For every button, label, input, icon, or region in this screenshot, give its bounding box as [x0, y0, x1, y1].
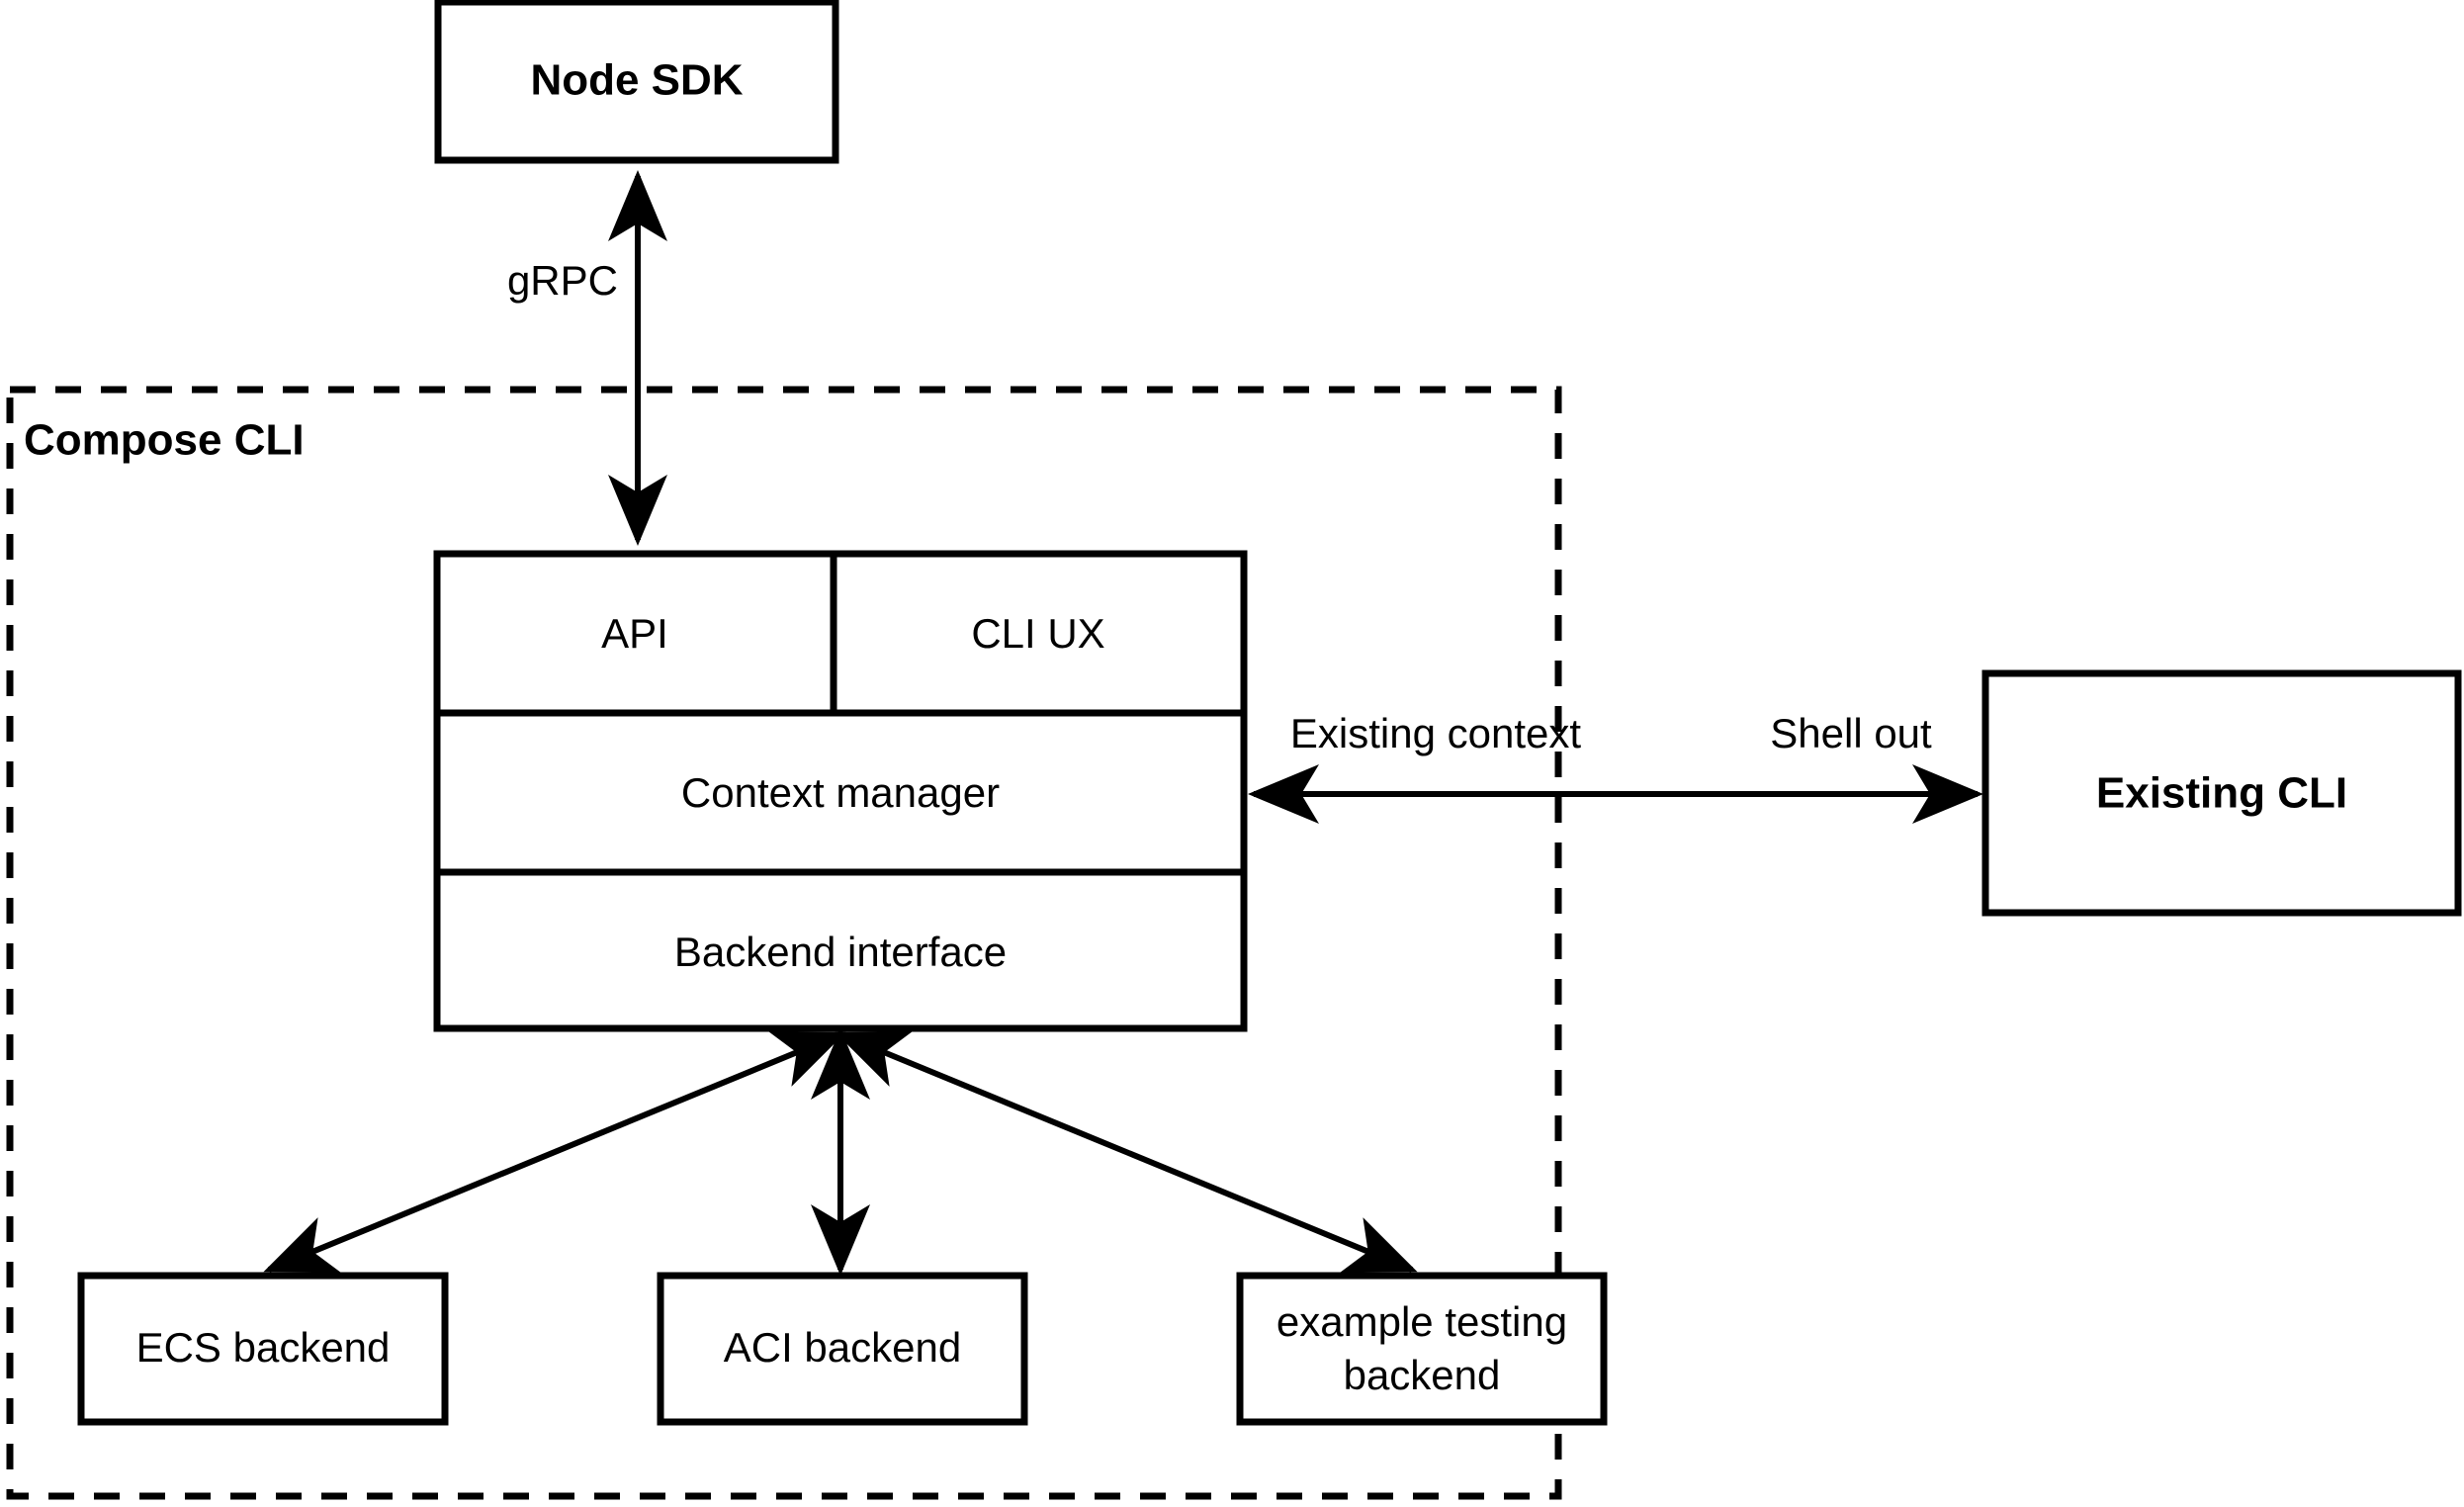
existing-cli-edge: Existing context Shell out: [1248, 710, 1983, 824]
aci-backend-node[interactable]: ACI backend: [657, 1272, 1028, 1426]
existing-cli-label: Existing CLI: [2096, 769, 2347, 818]
existing-cli-node[interactable]: Existing CLI: [1981, 669, 2462, 917]
example-testing-backend-label-line2: backend: [1344, 1352, 1501, 1398]
existing-context-edge-label: Existing context: [1290, 710, 1581, 756]
grpc-edge-label: gRPC: [507, 257, 618, 304]
example-testing-backend-box[interactable]: [1236, 1272, 1608, 1426]
aci-backend-box[interactable]: [657, 1272, 1028, 1426]
node-sdk-node[interactable]: Node SDK: [434, 0, 839, 164]
backend-edges: [263, 1028, 1418, 1276]
api-cell[interactable]: API: [601, 610, 668, 657]
context-manager-label: Context manager: [681, 769, 1000, 816]
node-sdk-label: Node SDK: [530, 56, 743, 105]
node-sdk-box[interactable]: [434, 0, 839, 164]
ecs-backend-node[interactable]: ECS backend: [77, 1272, 449, 1426]
shell-out-edge-label: Shell out: [1770, 710, 1932, 756]
compose-cli-group-label: Compose CLI: [24, 416, 305, 465]
cli-stack-group: API CLI UX Context manager Backend inter…: [433, 550, 1248, 1032]
backend-interface-label: Backend interface: [674, 929, 1007, 975]
ecs-backend-box[interactable]: [77, 1272, 449, 1426]
compose-cli-group: Compose CLI: [6, 386, 1562, 1500]
existing-cli-box[interactable]: [1981, 669, 2462, 917]
cli-ux-label: CLI UX: [971, 610, 1104, 657]
ecs-backend-label: ECS backend: [136, 1324, 391, 1371]
example-testing-backend-node[interactable]: example testing backend: [1236, 1272, 1608, 1426]
compose-cli-group-border: [6, 386, 1562, 1500]
edge-to-ecs-backend: [263, 1031, 846, 1273]
backend-interface-cell[interactable]: Backend interface: [674, 929, 1007, 975]
api-label: API: [601, 610, 668, 657]
example-testing-backend-label-line1: example testing: [1276, 1298, 1567, 1345]
grpc-edge: gRPC: [507, 170, 667, 546]
edge-to-example-backend: [835, 1031, 1418, 1273]
cli-ux-cell[interactable]: CLI UX: [971, 610, 1104, 657]
context-manager-cell[interactable]: Context manager: [681, 769, 1000, 816]
aci-backend-label: ACI backend: [724, 1324, 961, 1371]
